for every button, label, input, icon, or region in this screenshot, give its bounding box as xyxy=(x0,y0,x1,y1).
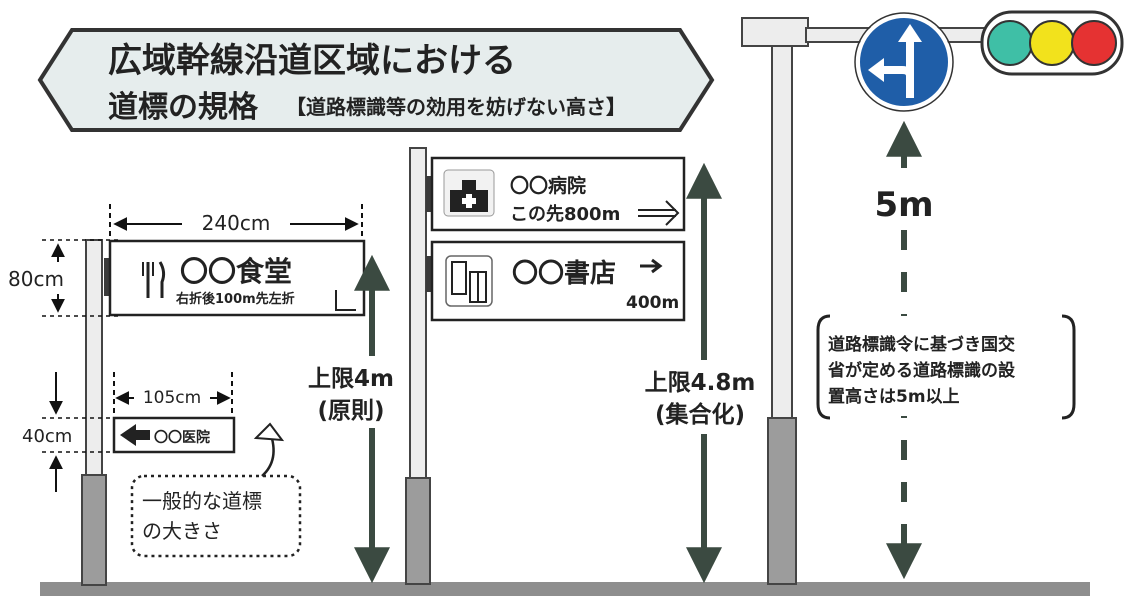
bookstore-distance: 400m xyxy=(626,293,679,313)
restaurant-sign: 〇〇食堂 右折後100m先左折 xyxy=(104,239,366,317)
clinic-height-label: 40cm xyxy=(22,426,72,447)
book-icon xyxy=(445,255,493,307)
restaurant-direction: 右折後100m先左折 xyxy=(175,291,295,307)
straight-left-arrow-icon xyxy=(868,24,922,98)
general-size-line1: 一般的な道標 xyxy=(142,489,262,513)
ground xyxy=(40,582,1090,596)
middle-sign-pole xyxy=(405,147,431,585)
banner-title-note: 【道路標識等の効用を妨げない高さ】 xyxy=(286,95,626,119)
bookstore-name: 〇〇書店 xyxy=(512,259,616,289)
traffic-signal-pole xyxy=(741,17,987,585)
title-banner: 広域幹線沿道区域における 道標の規格 【道路標識等の効用を妨げない高さ】 xyxy=(37,28,715,132)
general-size-callout: 一般的な道標 の大きさ xyxy=(130,422,302,558)
regulation-line3: 置高さは5m以上 xyxy=(828,386,960,407)
clinic-name: 〇〇医院 xyxy=(154,429,210,446)
general-size-line2: の大きさ xyxy=(142,519,222,543)
hospital-direction: この先800m xyxy=(510,203,620,225)
height-5m-label: 5m xyxy=(874,185,933,225)
red-light xyxy=(1071,20,1117,66)
restaurant-height-label: 80cm xyxy=(8,267,64,291)
road-direction-sign xyxy=(854,12,954,112)
limit-48m-arrow: 上限4.8m (集合化) xyxy=(636,162,764,584)
clinic-width-label: 105cm xyxy=(143,388,201,408)
hospital-icon xyxy=(443,169,495,217)
right-arrow-icon xyxy=(640,258,663,274)
hospital-sign: 〇〇病院 この先800m xyxy=(426,156,686,232)
yellow-light xyxy=(1029,20,1075,66)
right-arrow-icon xyxy=(638,200,680,226)
banner-title-line1: 広域幹線沿道区域における xyxy=(108,41,516,81)
bookstore-sign: 〇〇書店 400m xyxy=(426,240,686,322)
restaurant-width-label: 240cm xyxy=(202,211,271,235)
left-sign-pole xyxy=(81,239,107,586)
restaurant-width-dimension: 240cm xyxy=(109,204,363,236)
green-light xyxy=(987,20,1033,66)
restaurant-name: 〇〇食堂 xyxy=(180,255,292,288)
left-arrow-icon xyxy=(120,424,150,446)
fork-knife-icon xyxy=(142,261,166,298)
regulation-note: 道路標識令に基づき国交 省が定める道路標識の設 置高さは5m以上 xyxy=(816,314,1076,420)
turn-arrow-icon xyxy=(335,290,356,311)
clinic-sign: 〇〇医院 xyxy=(112,416,236,454)
limit-4m-line2: (原則) xyxy=(317,398,384,424)
regulation-line2: 省が定める道路標識の設 xyxy=(827,360,1016,381)
banner-title-line2: 道標の規格 xyxy=(108,90,259,125)
hospital-name: 〇〇病院 xyxy=(510,174,586,197)
clinic-width-dimension: 105cm xyxy=(113,372,233,414)
clinic-height-dimension: 40cm xyxy=(22,372,112,492)
limit-4m-arrow: 上限4m (原則) xyxy=(296,254,406,584)
traffic-light xyxy=(980,10,1124,76)
limit-4m-line1: 上限4m xyxy=(308,366,394,392)
restaurant-height-dimension: 80cm xyxy=(8,239,120,317)
regulation-line1: 道路標識令に基づき国交 xyxy=(828,334,1015,355)
limit-48m-line2: (集合化) xyxy=(655,401,745,428)
limit-48m-line1: 上限4.8m xyxy=(645,370,756,396)
